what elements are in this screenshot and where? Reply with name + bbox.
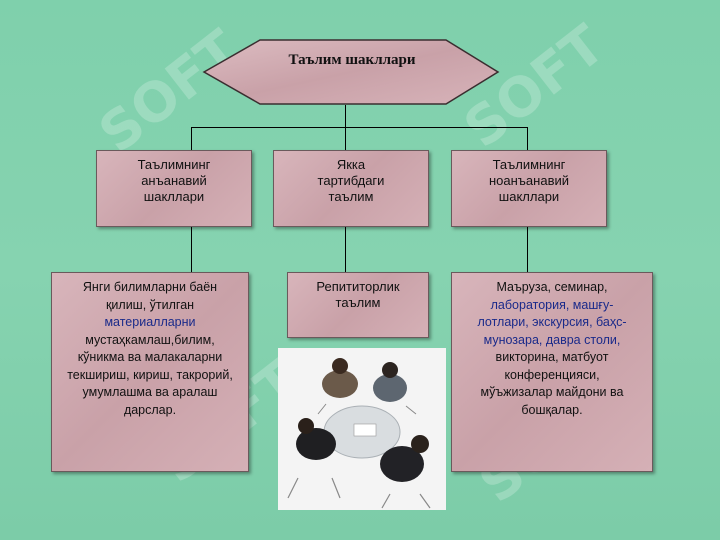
connector-left-to-l2 — [191, 227, 192, 273]
node-line: дарслар. — [123, 402, 177, 417]
node-line: Таълимнинг — [137, 157, 211, 172]
title-hexagon — [202, 39, 500, 105]
meeting-people-image — [278, 348, 446, 510]
node-line: Таълимнинг — [492, 157, 566, 172]
node-line: таълим — [335, 295, 381, 310]
node-line: шакллари — [498, 189, 560, 204]
node-line: бошқалар. — [521, 402, 583, 417]
node-line: таълим — [328, 189, 374, 204]
node-line: мунозара, давра столи, — [483, 332, 621, 347]
node-line: лаборатория, машғу- — [490, 297, 614, 312]
connector-right-to-l2 — [527, 227, 528, 273]
connector-title-down — [345, 105, 346, 128]
node-individual-learning: Якка тартибдаги таълим — [273, 150, 429, 227]
connector-left-down — [191, 127, 192, 150]
node-line: конференцияси, — [504, 367, 600, 382]
node-line: шакллари — [143, 189, 205, 204]
connector-middle-to-l2 — [345, 227, 346, 273]
node-line: Репититорлик — [316, 279, 400, 294]
node-line: викторина, матбуот — [495, 350, 609, 364]
node-line: қилиш, ўтилган — [105, 297, 195, 312]
connector-right-down — [527, 127, 528, 150]
node-line: анъанавий — [141, 173, 207, 188]
title-text: Таълим шакллари — [288, 52, 416, 68]
node-traditional-forms: Таълимнинг анъанавий шакллари — [96, 150, 252, 227]
connector-horizontal — [191, 127, 528, 128]
connector-middle-down — [345, 127, 346, 150]
node-nontraditional-forms: Таълимнинг ноанъанавий шакллари — [451, 150, 607, 227]
node-line: материалларни — [104, 315, 196, 329]
node-line: мустаҳкамлаш,билим, — [85, 332, 215, 347]
node-line: лотлари, экскурсия, баҳс- — [477, 315, 627, 329]
node-line: текшириш, кириш, такрорий, — [67, 367, 233, 382]
node-tutoring: Репититорлик таълим — [287, 272, 429, 338]
node-line: Маъруза, семинар, — [496, 280, 608, 294]
node-traditional-details: Янги билимларни баён қилиш, ўтилган мате… — [51, 272, 249, 472]
node-line: ноанъанавий — [488, 173, 569, 188]
node-line: умумлашма ва аралаш — [82, 385, 218, 399]
node-nontraditional-details: Маъруза, семинар, лаборатория, машғу- ло… — [451, 272, 653, 472]
node-line: Янги билимларни баён — [82, 280, 218, 294]
node-line: мўъжизалар майдони ва — [480, 385, 624, 399]
node-line: кўникма ва малакаларни — [77, 350, 223, 364]
node-line: Якка — [336, 157, 366, 172]
node-line: тартибдаги — [317, 173, 385, 188]
